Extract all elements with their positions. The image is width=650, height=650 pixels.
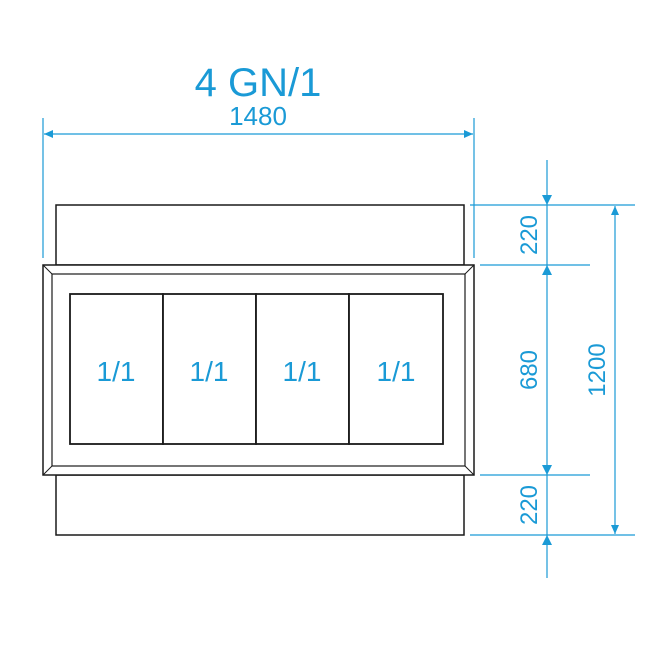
arrow-middle-section-up: [542, 265, 552, 275]
bottom-section-dimension-label: 220: [516, 485, 543, 525]
arrow-middle-section-down: [542, 465, 552, 475]
arrow-top-section-down: [542, 195, 552, 205]
diagram-title: 4 GN/1: [195, 61, 322, 105]
middle-section-dimension-label: 680: [516, 350, 543, 390]
gn-pan-2-label: 1/1: [190, 356, 229, 387]
gn-pan-2: [162, 293, 257, 445]
arrow-bottom-section-up: [542, 535, 552, 545]
middle-section-inner-frame: [51, 273, 466, 467]
frame-corner-tr: [464, 264, 475, 275]
frame-corner-tl: [42, 264, 53, 275]
gn-pan-3-label: 1/1: [283, 356, 322, 387]
bottom-section-box: [55, 474, 465, 536]
gn-pan-4-label: 1/1: [377, 356, 416, 387]
gn-pan-3: [255, 293, 350, 445]
gn-pan-1-label: 1/1: [97, 356, 136, 387]
top-section-box: [55, 204, 465, 266]
gn-pan-4: [348, 293, 444, 445]
total-height-dimension-label: 1200: [584, 343, 611, 396]
top-section-dimension-label: 220: [516, 215, 543, 255]
gn-pan-1: [69, 293, 164, 445]
width-dimension-label: 1480: [229, 101, 287, 131]
frame-corner-bl: [42, 465, 53, 476]
frame-corner-br: [464, 465, 475, 476]
